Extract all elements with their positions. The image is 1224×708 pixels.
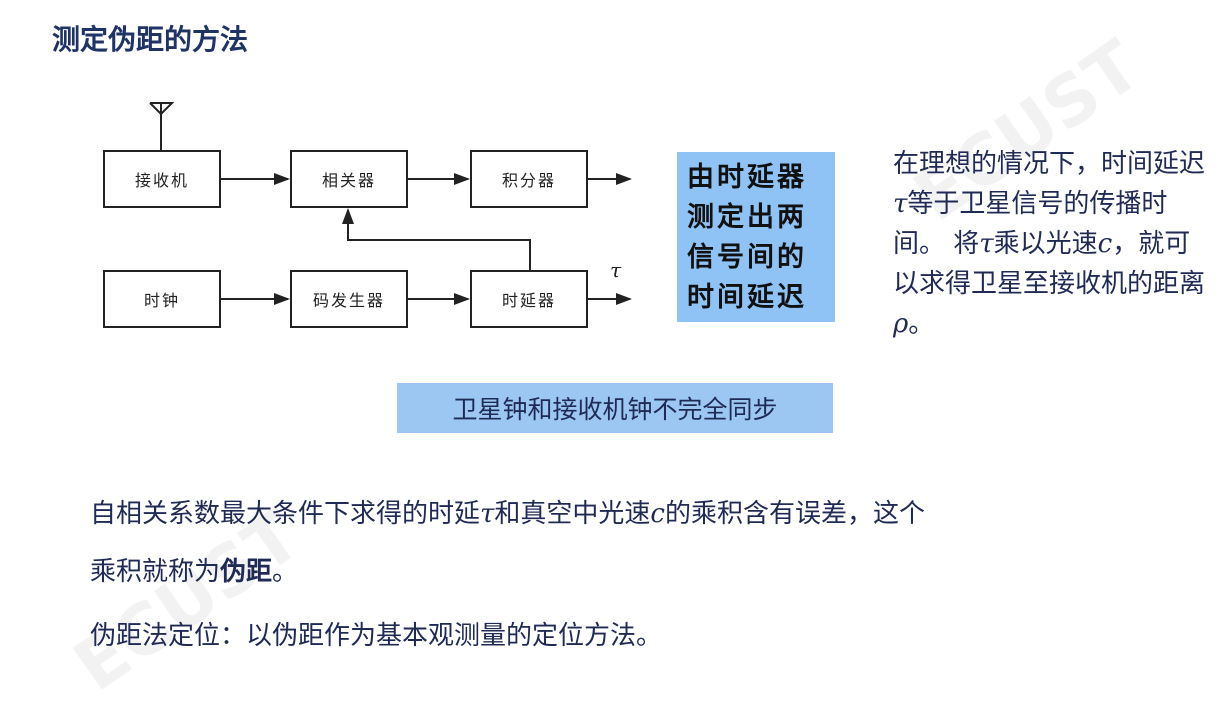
text: 。 bbox=[272, 557, 299, 587]
tau-symbol: τ bbox=[893, 189, 908, 219]
antenna-icon bbox=[149, 102, 175, 150]
tau-label: τ bbox=[610, 258, 622, 282]
block-diagram-lines bbox=[149, 102, 632, 305]
delay-explanation-box: 由时延器 测定出两 信号间的 时间延迟 bbox=[677, 152, 835, 322]
c-symbol: c bbox=[650, 499, 665, 529]
pseudorange-definition-line2: 乘积就称为伪距。 bbox=[90, 551, 298, 588]
box-line: 信号间的 bbox=[687, 242, 807, 273]
pseudorange-definition-line1: 自相关系数最大条件下求得的时延τ和真空中光速c的乘积含有误差，这个 bbox=[90, 493, 925, 530]
tau-symbol: τ bbox=[979, 229, 994, 259]
pseudorange-positioning-text: 伪距法定位：以伪距作为基本观测量的定位方法。 bbox=[90, 621, 663, 651]
tau-symbol: τ bbox=[480, 499, 495, 529]
bold-term: 伪距 bbox=[220, 557, 273, 587]
box-line: 由时延器 bbox=[687, 162, 807, 193]
box-line: 测定出两 bbox=[687, 202, 807, 233]
text: 和真空中光速 bbox=[494, 499, 651, 529]
sync-note: 卫星钟和接收机钟不完全同步 bbox=[397, 383, 833, 433]
block-correlator: 相关器 bbox=[290, 150, 408, 208]
block-delay: 时延器 bbox=[470, 270, 588, 328]
text: 等于卫星信号的传播时间。 将 bbox=[893, 189, 1168, 259]
block-clock: 时钟 bbox=[103, 270, 221, 328]
text: 乘积就称为 bbox=[90, 557, 221, 587]
ideal-case-text: 在理想的情况下，时间延迟τ等于卫星信号的传播时间。 将τ乘以光速c，就可以求得卫… bbox=[893, 144, 1213, 344]
box-line: 时间延迟 bbox=[687, 282, 807, 313]
c-symbol: c bbox=[1097, 229, 1113, 259]
page-title: 测定伪距的方法 bbox=[52, 23, 249, 56]
block-receiver: 接收机 bbox=[103, 150, 221, 208]
text: 。 bbox=[908, 309, 935, 339]
text: 在理想的情况下，时间延迟 bbox=[893, 149, 1206, 179]
block-code-generator: 码发生器 bbox=[290, 270, 408, 328]
text: 自相关系数最大条件下求得的时延 bbox=[90, 499, 481, 529]
text: 乘以光速 bbox=[993, 229, 1098, 259]
rho-symbol: ρ bbox=[893, 309, 909, 339]
text: ，就可以求得卫星至接收机的距离 bbox=[893, 229, 1206, 299]
text: 的乘积含有误差，这个 bbox=[664, 499, 925, 529]
block-integrator: 积分器 bbox=[470, 150, 588, 208]
